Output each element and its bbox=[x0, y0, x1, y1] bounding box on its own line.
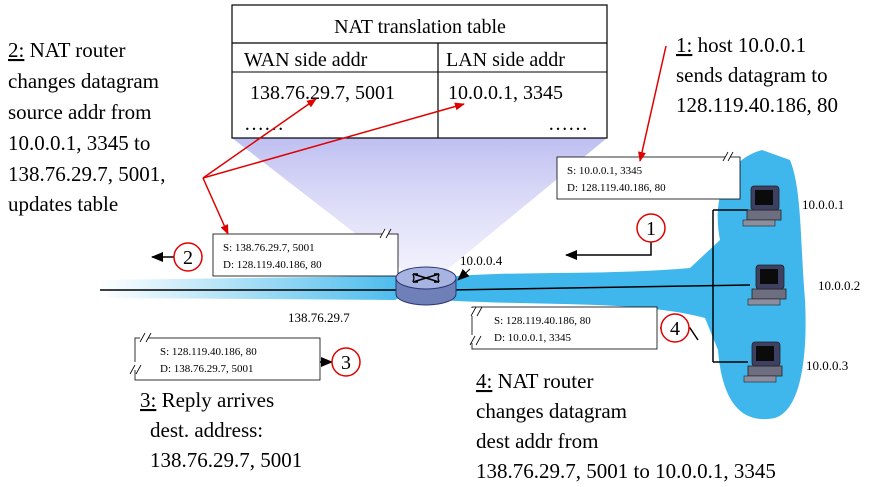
step3-line: 138.76.29.7, 5001 bbox=[150, 448, 302, 472]
packet4-src: S: 128.119.40.186, 80 bbox=[494, 315, 591, 327]
packet2-dst: D: 128.119.40.186, 80 bbox=[223, 259, 322, 271]
packet-1: S: 10.0.0.1, 3345 D: 128.119.40.186, 80 bbox=[556, 151, 741, 200]
step4-line: changes datagram bbox=[476, 399, 627, 423]
wan-value: 138.76.29.7, 5001 bbox=[250, 82, 395, 104]
router-lan-address: 10.0.0.4 bbox=[460, 253, 503, 268]
step4-line: NAT router bbox=[492, 369, 593, 393]
packet3-src: S: 128.119.40.186, 80 bbox=[160, 346, 257, 358]
router-lan-pointer bbox=[457, 268, 471, 281]
callout-arrows bbox=[202, 45, 667, 235]
svg-text:2: NAT router: 2: NAT router bbox=[8, 38, 125, 62]
packet2-src: S: 138.76.29.7, 5001 bbox=[223, 242, 315, 254]
packet4-dst: D: 10.0.0.1, 3345 bbox=[494, 332, 572, 344]
computer-icon bbox=[747, 264, 787, 306]
svg-text:1: host 10.0.0.1: 1: host 10.0.0.1 bbox=[676, 33, 806, 57]
svg-text:2: 2 bbox=[183, 247, 193, 269]
lan-region bbox=[440, 150, 806, 420]
host1-address: 10.0.0.1 bbox=[802, 197, 844, 212]
step4-line: dest addr from bbox=[476, 429, 598, 453]
svg-text:4: NAT router: 4: NAT router bbox=[476, 369, 593, 393]
host2-address: 10.0.0.2 bbox=[818, 278, 860, 293]
step2-line: NAT router bbox=[24, 38, 125, 62]
step4-description: 4: NAT router changes datagram dest addr… bbox=[476, 369, 776, 483]
step2-description: 2: NAT router changes datagram source ad… bbox=[8, 38, 166, 216]
step1-line: 128.119.40.186, 80 bbox=[676, 93, 838, 117]
lan-line bbox=[449, 284, 751, 291]
step1-line: host 10.0.0.1 bbox=[692, 33, 806, 57]
step4-number: 4: bbox=[476, 369, 492, 393]
packet-3: S: 128.119.40.186, 80 D: 138.76.29.7, 50… bbox=[129, 332, 321, 381]
step2-number: 2: bbox=[8, 38, 24, 62]
nat-translation-table: NAT translation table WAN side addr LAN … bbox=[231, 4, 608, 139]
packet-2: S: 138.76.29.7, 5001 D: 128.119.40.186, … bbox=[212, 228, 399, 277]
svg-text:1: 1 bbox=[646, 218, 656, 240]
computer-icon bbox=[743, 341, 783, 383]
wan-more: …… bbox=[244, 113, 284, 135]
router-wan-address: 138.76.29.7 bbox=[288, 310, 350, 325]
step3-description: 3: Reply arrives dest. address: 138.76.2… bbox=[140, 388, 302, 472]
packet1-src: S: 10.0.0.1, 3345 bbox=[567, 165, 643, 177]
lan-more: …… bbox=[548, 113, 588, 135]
table-projection bbox=[232, 138, 607, 282]
marker-2: 2 bbox=[173, 242, 203, 272]
marker-3: 3 bbox=[331, 347, 361, 377]
computer-icon bbox=[742, 185, 782, 227]
step2-line: updates table bbox=[8, 192, 118, 216]
marker-1: 1 bbox=[636, 213, 666, 243]
packet3-dst: D: 138.76.29.7, 5001 bbox=[160, 363, 254, 375]
host3-address: 10.0.0.3 bbox=[806, 358, 848, 373]
nat-router-icon bbox=[395, 266, 457, 306]
flow-arrow-1 bbox=[565, 241, 652, 260]
packet-4: S: 128.119.40.186, 80 D: 10.0.0.1, 3345 bbox=[469, 306, 658, 350]
svg-text:4: 4 bbox=[670, 318, 680, 340]
step2-line: source addr from bbox=[8, 100, 151, 124]
step2-line: 10.0.0.1, 3345 to bbox=[8, 131, 150, 155]
svg-text:3: 3 bbox=[341, 352, 351, 374]
step2-line: changes datagram bbox=[8, 69, 159, 93]
marker-4: 4 bbox=[660, 313, 690, 343]
step1-description: 1: host 10.0.0.1 sends datagram to 128.1… bbox=[676, 33, 838, 117]
step3-number: 3: bbox=[140, 388, 156, 412]
svg-text:3: Reply arrives: 3: Reply arrives bbox=[140, 388, 274, 412]
wan-link-glow bbox=[100, 276, 420, 300]
wan-header: WAN side addr bbox=[244, 49, 368, 71]
step1-number: 1: bbox=[676, 33, 692, 57]
packet1-dst: D: 128.119.40.186, 80 bbox=[567, 182, 666, 194]
step2-line: 138.76.29.7, 5001, bbox=[8, 162, 166, 186]
lan-value: 10.0.0.1, 3345 bbox=[448, 82, 563, 104]
step1-line: sends datagram to bbox=[676, 63, 828, 87]
step4-line: 138.76.29.7, 5001 to 10.0.0.1, 3345 bbox=[476, 459, 776, 483]
step3-line: dest. address: bbox=[150, 418, 263, 442]
table-title: NAT translation table bbox=[334, 16, 506, 38]
step3-line: Reply arrives bbox=[156, 388, 274, 412]
lan-header: LAN side addr bbox=[446, 49, 565, 71]
